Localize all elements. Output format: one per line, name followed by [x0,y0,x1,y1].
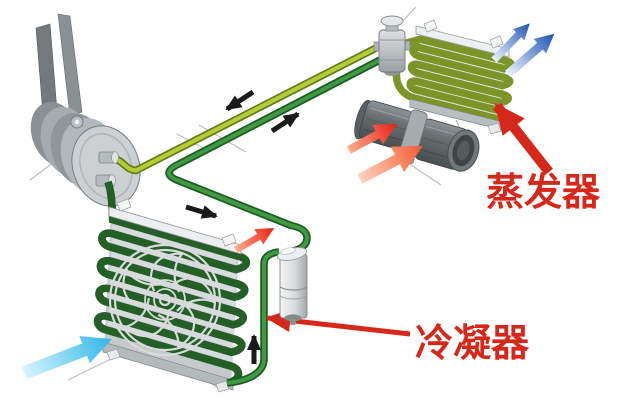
receiver-drier [276,247,308,325]
evaporator-pointer-arrow [493,102,553,176]
flow-arrows [185,89,300,364]
evaporator-fins [414,41,503,118]
expansion-valve [373,15,411,76]
compressor [30,101,141,207]
evaporator [392,19,512,135]
condenser [98,182,247,393]
condenser-tube [98,182,247,383]
condenser-label: 冷凝器 [415,323,530,365]
suction-pipe [111,42,382,175]
evaporator-label: 蒸发器 [486,172,601,214]
condenser-fan [108,243,222,357]
condenser-outlet-pipe [226,248,280,387]
condenser-top-bar [108,206,242,255]
evaporator-cold-air-arrow [501,26,561,82]
flow-arrow-to-valve [270,111,300,134]
fan-blades [121,252,216,350]
flow-arrow-to-compressor [225,89,255,112]
condenser-intake-air-arrow [18,325,118,387]
flow-arrow-to-condenser [185,204,218,219]
liquid-pipe [165,56,382,256]
evaporator-top-bar [415,25,510,58]
